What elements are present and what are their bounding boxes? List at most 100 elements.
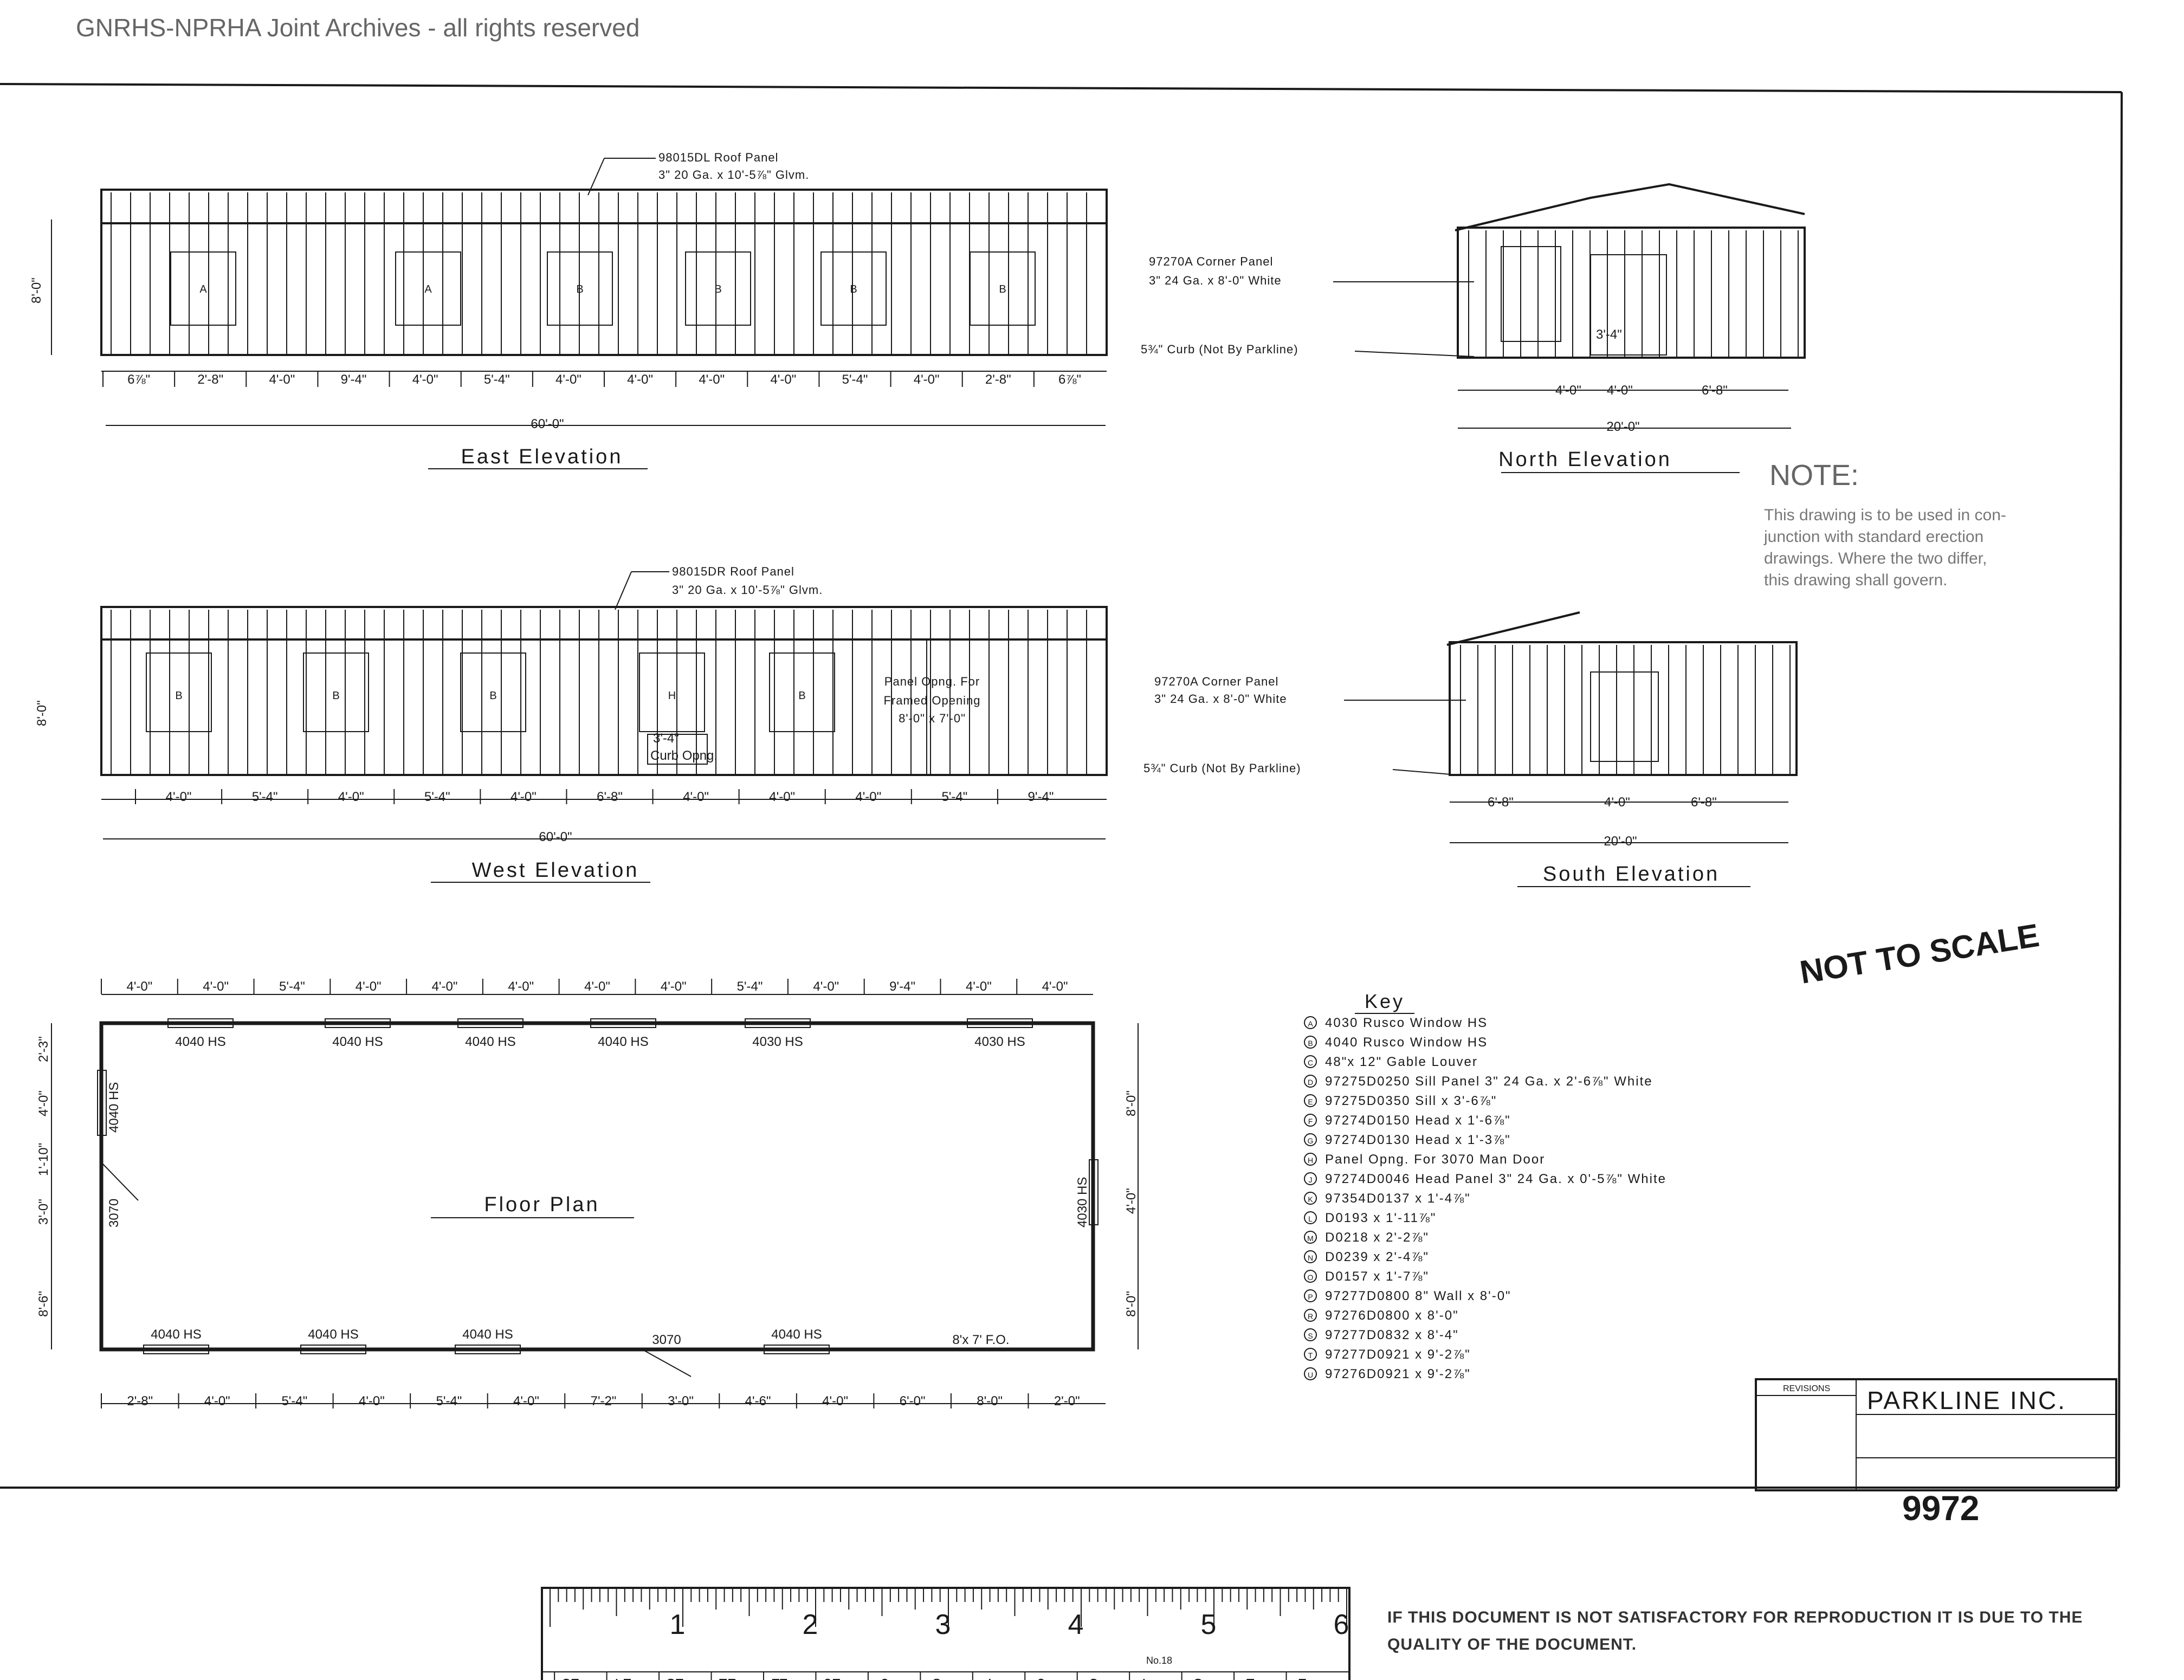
east-dim-2: 4'-0" bbox=[269, 372, 295, 387]
key-symbol-9 bbox=[1304, 1192, 1317, 1205]
ruler-cm-label-11: 12 bbox=[719, 1675, 736, 1680]
key-symbol-18 bbox=[1304, 1367, 1317, 1380]
title-block-frame bbox=[1755, 1378, 2117, 1491]
plan-bottom-door-label: 3070 bbox=[652, 1333, 681, 1347]
west-dims: 4'-0"5'-4"4'-0"5'-4"4'-0"6'-8"4'-0"4'-0"… bbox=[135, 789, 1054, 804]
key-row-11: D0218 x 2'-2⅞" bbox=[1325, 1230, 1429, 1245]
south-dim-2: 6'-8" bbox=[1691, 795, 1717, 810]
key-symbol-13 bbox=[1304, 1270, 1317, 1283]
east-curb-leader bbox=[1354, 351, 1475, 357]
key-row-12: D0239 x 2'-4⅞" bbox=[1325, 1250, 1429, 1264]
key-symbol-8 bbox=[1304, 1172, 1317, 1185]
plan-top-dim-1: 4'-0" bbox=[203, 979, 229, 994]
south-overall-dim: 20'-0" bbox=[1604, 834, 1637, 849]
key-symbol-10 bbox=[1304, 1211, 1317, 1224]
plan-bottom-window-label-1: 4040 HS bbox=[308, 1327, 358, 1342]
east-dim-7: 4'-0" bbox=[627, 372, 653, 387]
plan-bottom-window-label-2: 4040 HS bbox=[462, 1327, 513, 1342]
plan-top-window-label-3: 4040 HS bbox=[598, 1035, 648, 1049]
ruler-cm-label-6: 7 bbox=[984, 1675, 993, 1680]
key-row-14: 97277D0800 8" Wall x 8'-0" bbox=[1325, 1289, 1511, 1303]
east-dim-13: 6⅞" bbox=[1058, 372, 1081, 387]
not-to-scale-stamp: NOT TO SCALE bbox=[1798, 917, 2042, 991]
plan-bottom-dim-3: 4'-0" bbox=[359, 1394, 385, 1408]
plan-bottom-window-1 bbox=[300, 1345, 366, 1354]
plan-bottom-window-0 bbox=[143, 1345, 209, 1354]
key-symbol-5 bbox=[1304, 1114, 1317, 1127]
south-elevation: 6'-8" 4'-0" 6'-8" 20'-0" South Elevation bbox=[1446, 611, 1798, 887]
key-symbol-label-3: D bbox=[1308, 1078, 1313, 1087]
plan-top-dim-11: 4'-0" bbox=[966, 979, 992, 994]
plan-top-window-0 bbox=[167, 1018, 234, 1028]
key-row-6: 97274D0130 Head x 1'-3⅞" bbox=[1325, 1133, 1511, 1147]
west-window-0 bbox=[146, 652, 212, 732]
plan-top-dim-8: 5'-4" bbox=[737, 979, 763, 994]
west-corner-callout-1: 97270A Corner Panel bbox=[1154, 675, 1278, 688]
east-wall bbox=[100, 189, 1108, 356]
east-dims: 6⅞"2'-8"4'-0"9'-4"4'-0"5'-4"4'-0"4'-0"4'… bbox=[102, 372, 1081, 387]
plan-bottom-dim-11: 8'-0" bbox=[977, 1394, 1003, 1408]
note-block: NOTE: This drawing is to be used in con-… bbox=[1763, 459, 2006, 589]
ruler-cm-labels: 123456789101112131415 bbox=[554, 1672, 1307, 1680]
key-symbol-7 bbox=[1304, 1153, 1317, 1166]
west-window-tag-4: B bbox=[798, 690, 805, 702]
south-dim-0: 6'-8" bbox=[1488, 795, 1514, 810]
north-panel-lines bbox=[1468, 230, 1799, 358]
key-symbol-label-12: N bbox=[1308, 1253, 1313, 1262]
plan-left-dim-1: 4'-0" bbox=[36, 1090, 51, 1116]
plan-top-window-label-1: 4040 HS bbox=[332, 1035, 383, 1049]
west-curb-opening-box bbox=[647, 734, 708, 765]
east-overall-dim: 60'-0" bbox=[531, 417, 564, 431]
note-heading: NOTE: bbox=[1769, 459, 1859, 492]
plan-top-window-5 bbox=[967, 1018, 1033, 1028]
west-dim-1: 5'-4" bbox=[252, 790, 278, 804]
key-row-2: 48"x 12" Gable Louver bbox=[1325, 1055, 1478, 1069]
ruler-cm-label-8: 9 bbox=[880, 1675, 889, 1680]
east-corner-callout-1: 97270A Corner Panel bbox=[1149, 255, 1273, 268]
key-symbol-label-13: O bbox=[1308, 1273, 1314, 1282]
key-row-16: 97277D0832 x 8'-4" bbox=[1325, 1328, 1459, 1342]
plan-bottom-dim-2: 5'-4" bbox=[281, 1394, 307, 1408]
key-row-10: D0193 x 1'-11⅞" bbox=[1325, 1211, 1436, 1225]
plan-top-window-3 bbox=[590, 1018, 656, 1028]
north-wall bbox=[1457, 227, 1806, 359]
key-symbol-label-16: S bbox=[1308, 1332, 1313, 1340]
key-symbol-14 bbox=[1304, 1289, 1317, 1302]
east-window-tag-4: B bbox=[850, 283, 857, 295]
plan-bottom-door-swing bbox=[642, 1349, 692, 1377]
key-row-18: 97276D0921 x 9'-2⅞" bbox=[1325, 1367, 1471, 1381]
west-window-tag-0: B bbox=[175, 690, 182, 702]
plan-top-dim-2: 5'-4" bbox=[279, 979, 305, 994]
plan-top-dim-5: 4'-0" bbox=[508, 979, 534, 994]
east-height-dim: 8'-0" bbox=[29, 277, 44, 303]
west-dim-9: 5'-4" bbox=[941, 790, 967, 804]
ruler-body bbox=[541, 1587, 1351, 1680]
plan-top-window-label-2: 4040 HS bbox=[465, 1035, 515, 1049]
key-symbol-label-7: H bbox=[1308, 1156, 1313, 1165]
west-roof-leader-2 bbox=[615, 571, 632, 610]
key-row-15: 97276D0800 x 8'-0" bbox=[1325, 1308, 1459, 1323]
key-symbol-label-1: B bbox=[1308, 1039, 1313, 1048]
west-roof-callout-2: 3" 20 Ga. x 10'-5⅞" Glvm. bbox=[672, 583, 823, 597]
west-window-tag-3: H bbox=[668, 690, 676, 702]
west-dim-10: 9'-4" bbox=[1028, 790, 1054, 804]
west-dim-6: 4'-0" bbox=[683, 790, 709, 804]
key-symbol-16 bbox=[1304, 1328, 1317, 1341]
key-symbol-2 bbox=[1304, 1055, 1317, 1068]
plan-bottom-window-2 bbox=[455, 1345, 521, 1354]
plan-bottom-window-3 bbox=[764, 1345, 830, 1354]
key-symbol-6 bbox=[1304, 1133, 1317, 1146]
north-dim-0: 4'-0" bbox=[1555, 383, 1581, 398]
east-roof-callout-2: 3" 20 Ga. x 10'-5⅞" Glvm. bbox=[658, 168, 809, 182]
plan-left-window bbox=[97, 1070, 107, 1136]
east-elevation-title: East Elevation bbox=[461, 445, 623, 468]
east-window-tag-5: B bbox=[999, 283, 1006, 295]
key-row-0: 4030 Rusco Window HS bbox=[1325, 1016, 1488, 1030]
west-wall bbox=[100, 606, 1108, 776]
title-block: REVISIONS PARKLINE INC. 9972 bbox=[1755, 1378, 2117, 1528]
south-panel-lines bbox=[1460, 645, 1791, 775]
